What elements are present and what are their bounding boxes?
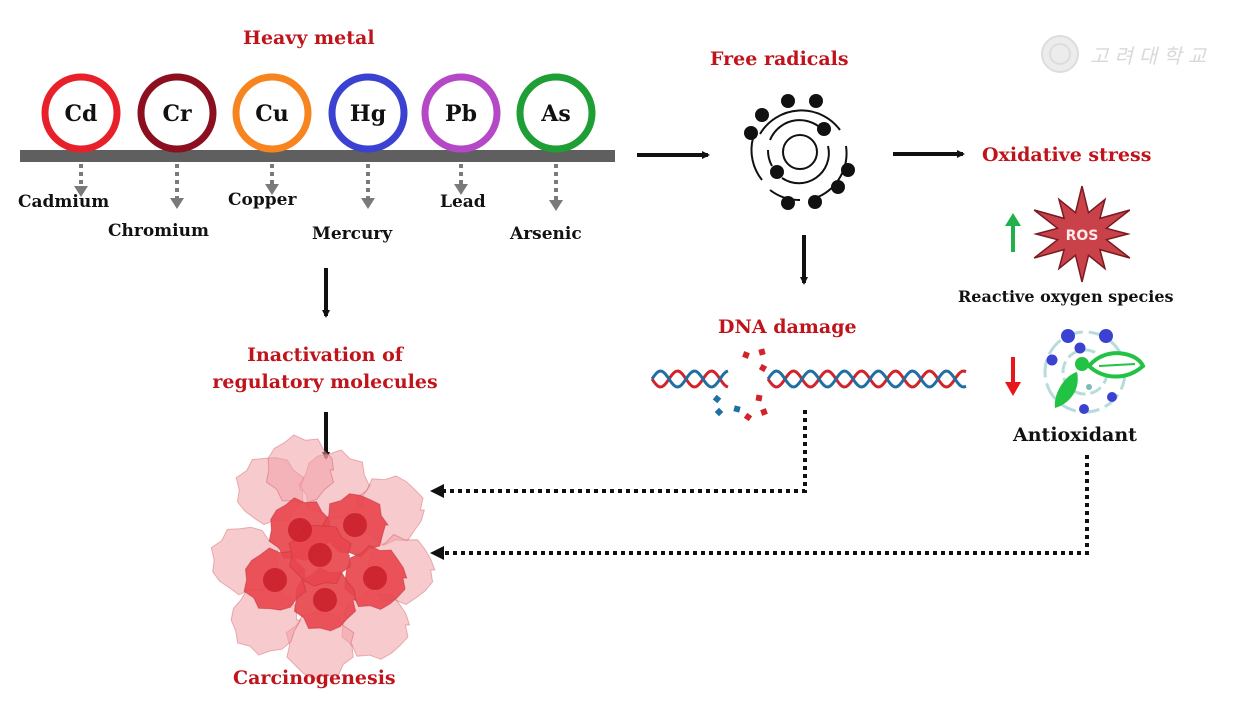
tumor-cell-cluster-icon	[210, 434, 436, 680]
ros-label: Reactive oxygen species	[958, 287, 1174, 306]
metal-circle-as	[516, 73, 596, 153]
antioxidant-label: Antioxidant	[1013, 424, 1137, 446]
free-radicals-title: Free radicals	[710, 48, 849, 70]
metal-name-arsenic: Arsenic	[510, 224, 582, 244]
metal-arrowhead-icon	[361, 198, 375, 209]
metal-symbol-cr: Cr	[162, 101, 192, 127]
metal-arrowhead-icon	[170, 198, 184, 209]
tumor-outer-cell	[265, 434, 335, 504]
tumor-cell-nucleus	[263, 568, 287, 592]
metal-name-mercury: Mercury	[312, 224, 393, 244]
metal-name-lead: Lead	[440, 192, 486, 212]
metal-symbol-pb: Pb	[445, 101, 477, 127]
antioxidant-decrease-arrow-icon	[1005, 357, 1021, 396]
metal-circle-cu	[232, 73, 312, 153]
inactivation-title: Inactivation of regulatory molecules	[190, 342, 460, 396]
heavy-metal-title: Heavy metal	[243, 27, 375, 49]
tumor-cell-nucleus	[288, 518, 312, 542]
oxidative-stress-title: Oxidative stress	[982, 144, 1152, 166]
tumor-cell-nucleus	[363, 566, 387, 590]
metal-arrowhead-icon	[454, 184, 468, 195]
ros-increase-arrow-icon	[1005, 213, 1021, 252]
watermark: 고려대학교	[1040, 34, 1212, 74]
metal-bar	[20, 150, 615, 162]
metal-symbol-cd: Cd	[65, 101, 98, 127]
watermark-text: 고려대학교	[1090, 43, 1212, 68]
tumor-cell-nucleus	[343, 513, 367, 537]
antioxidant-connector-arrowhead-icon	[430, 546, 444, 560]
dna-damage-title: DNA damage	[718, 316, 857, 338]
free-radical-atom-icon	[744, 94, 855, 210]
metal-circles: Cd Cr Cu Hg Pb As	[41, 73, 596, 211]
tumor-cell-nucleus	[308, 543, 332, 567]
metal-circle-hg	[328, 73, 408, 153]
metal-symbol-cu: Cu	[255, 101, 289, 127]
ros-badge-text: ROS	[1066, 228, 1099, 244]
dna-connector-arrowhead-icon	[430, 484, 444, 498]
dna-to-carcinogenesis-connector	[442, 410, 807, 493]
tumor-cell-nucleus	[313, 588, 337, 612]
metal-circle-pb	[421, 73, 501, 153]
metal-arrowhead-icon	[74, 186, 88, 197]
metal-symbol-as: As	[540, 101, 570, 127]
antioxidant-to-carcinogenesis-connector	[442, 455, 1089, 555]
antioxidant-molecule-icon	[1043, 329, 1146, 414]
metal-symbol-hg: Hg	[350, 101, 386, 127]
dna-helix-icon	[650, 348, 967, 422]
watermark-seal-icon	[1041, 35, 1079, 73]
metal-name-copper: Copper	[228, 190, 297, 210]
metal-arrowhead-icon	[265, 184, 279, 195]
metal-arrowhead-icon	[549, 200, 563, 211]
inactivation-title-line2: regulatory molecules	[212, 371, 438, 393]
metal-circle-cd	[41, 73, 121, 153]
inactivation-title-line1: Inactivation of	[247, 344, 403, 366]
metal-circle-cr	[137, 73, 217, 153]
carcinogenesis-title: Carcinogenesis	[233, 667, 396, 689]
ros-starburst-icon: ROS	[1033, 185, 1131, 283]
metal-name-chromium: Chromium	[108, 221, 209, 241]
metal-name-cadmium: Cadmium	[18, 192, 110, 212]
